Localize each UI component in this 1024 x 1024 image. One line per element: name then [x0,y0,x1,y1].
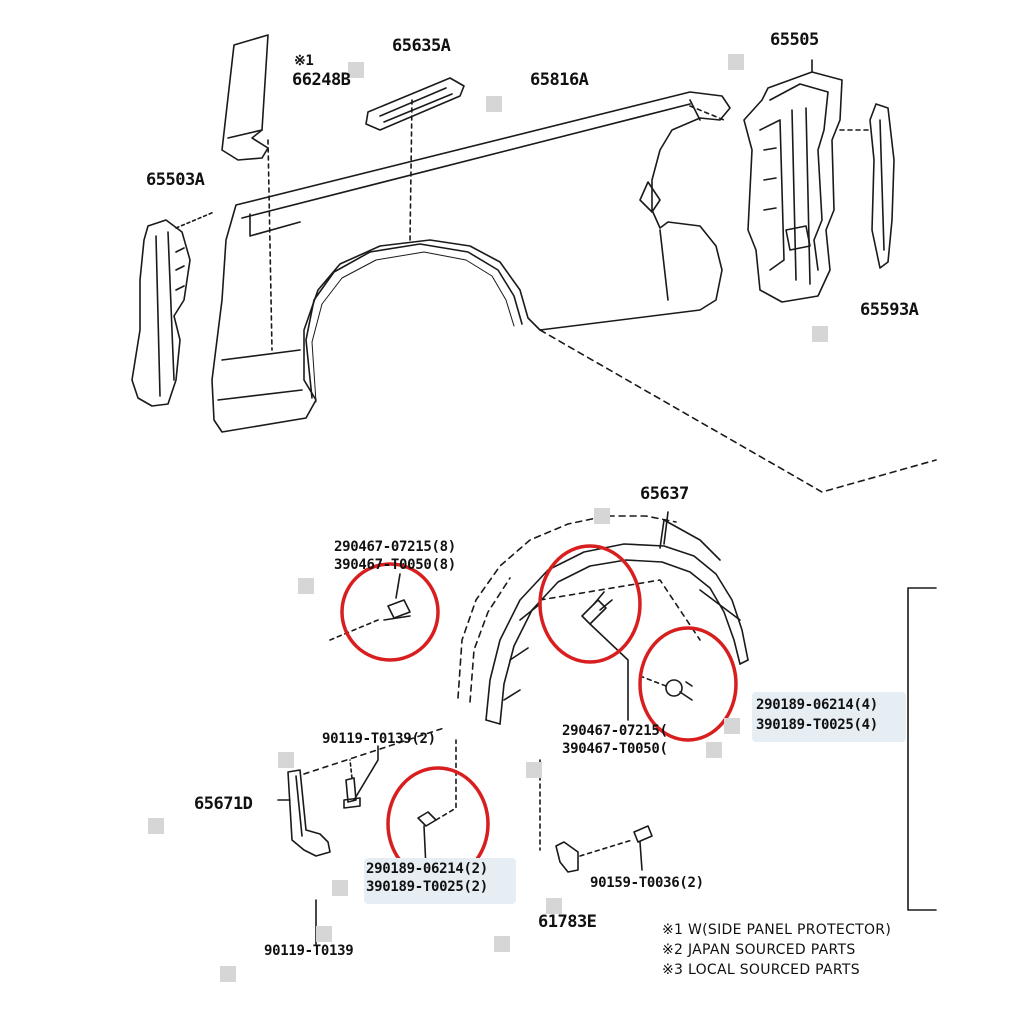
clip-fastener [329,573,411,641]
bolt-fastener [343,745,379,809]
part-label-65637: 65637 [640,484,689,504]
highlight-circle [538,544,642,664]
bracket-part-lower [277,727,445,857]
fastener-label: 90159-T0036(2) [590,875,704,891]
watermark-square [706,742,722,758]
highlight-circle [638,626,738,742]
watermark-square [348,62,364,78]
inner-panel-part [743,59,843,303]
legend-note: ※2 JAPAN SOURCED PARTS [662,942,856,958]
fastener-label: 390467-T0050( [562,741,668,757]
fastener-label: 290467-07215(8) [334,539,456,555]
fastener-label: 390189-T0025(2) [366,879,488,895]
watermark-square [494,936,510,952]
side-panel-part [211,91,731,433]
pillar-part [131,211,215,407]
watermark-square [526,762,542,778]
fastener-label: 290189-06214(4) [756,697,878,713]
label-highlight [364,858,516,904]
part-label-65635a: 65635A [392,36,451,56]
note-marker-label: ※1 [294,53,314,69]
part-label-66248b: 66248B [292,70,351,90]
watermark-square [316,926,332,942]
watermark-square [728,54,744,70]
fastener-label: 290467-07215( [562,723,668,739]
part-label-65503a: 65503A [146,170,205,190]
watermark-square [220,966,236,982]
liner-outline [457,515,677,699]
part-label-65671d: 65671D [194,794,253,814]
leader-line [689,105,725,121]
watermark-square [148,818,164,834]
watermark-square [298,578,314,594]
frame-border [907,587,937,911]
fastener-label: 290189-06214(2) [366,861,488,877]
legend-note: ※3 LOCAL SOURCED PARTS [662,962,860,978]
bolt-fastener [633,825,653,871]
bracket-part [365,77,465,241]
screw-fastener [417,739,457,869]
watermark-square [724,718,740,734]
part-label-65505: 65505 [770,30,819,50]
leader-line [539,329,937,493]
side-panel-protector-part [221,34,273,351]
fastener-label: 390467-T0050(8) [334,557,456,573]
leader-line [539,579,701,641]
part-label-65816a: 65816A [530,70,589,90]
fastener-label: 90119-T0139 [264,943,354,959]
label-highlight [752,692,906,742]
watermark-square [278,752,294,768]
liner-outline [469,577,511,703]
reinforcement-strip-part [869,103,895,269]
legend-note: ※1 W(SIDE PANEL PROTECTOR) [662,922,892,938]
watermark-square [594,508,610,524]
watermark-square [486,96,502,112]
watermark-square [546,898,562,914]
watermark-square [332,880,348,896]
wheel-liner-part [485,511,749,725]
fastener-label: 390189-T0025(4) [756,717,878,733]
part-label-65593a: 65593A [860,300,919,320]
fastener-label: 90119-T0139(2) [322,731,436,747]
small-bracket-part [539,759,633,873]
part-label-61783e: 61783E [538,912,597,932]
highlight-circle [340,562,440,662]
clip-fastener [581,591,629,721]
watermark-square [812,326,828,342]
screw-fastener [639,675,693,701]
